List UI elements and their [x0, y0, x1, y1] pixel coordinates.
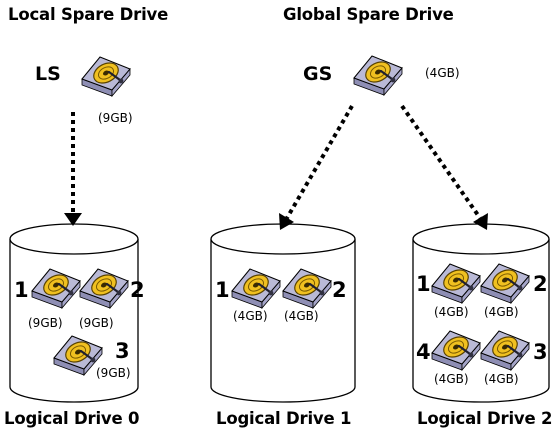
local-spare-heading: Local Spare Drive	[8, 5, 169, 24]
disk-size: (9GB)	[79, 316, 114, 330]
logical-drive-0-label: Logical Drive 0	[4, 409, 140, 428]
arrow-ls-to-logical-drive-0	[64, 112, 82, 226]
disk-number: 2	[332, 278, 347, 302]
disk-size: (4GB)	[233, 309, 268, 323]
disk-number: 2	[533, 272, 548, 296]
logical-drive-2-label: Logical Drive 2	[417, 409, 553, 428]
logical-drive-1-label: Logical Drive 1	[216, 409, 352, 428]
disk-size: (4GB)	[284, 309, 319, 323]
global-spare-tag: GS	[303, 63, 333, 85]
global-spare-size: (4GB)	[425, 66, 460, 80]
disk-number: 2	[130, 278, 145, 302]
disk-size: (9GB)	[96, 366, 131, 380]
local-spare-tag: LS	[35, 63, 61, 85]
disk-number: 1	[416, 272, 431, 296]
hard-drive-icon	[80, 55, 132, 98]
disk-size: (4GB)	[484, 372, 519, 386]
arrow-gs-to-logical-drive-2	[400, 104, 488, 230]
global-spare-heading: Global Spare Drive	[283, 5, 454, 24]
disk-number: 4	[416, 340, 431, 364]
disk-number: 3	[115, 339, 130, 363]
disk-size: (4GB)	[434, 305, 469, 319]
arrow-gs-to-logical-drive-1	[279, 104, 354, 230]
disk-number: 3	[533, 340, 548, 364]
disk-number: 1	[14, 278, 29, 302]
disk-size: (4GB)	[434, 372, 469, 386]
disk-size: (4GB)	[484, 305, 519, 319]
local-spare-size: (9GB)	[98, 111, 133, 125]
disk-size: (9GB)	[28, 316, 63, 330]
hard-drive-icon	[352, 54, 404, 97]
disk-number: 1	[215, 278, 230, 302]
